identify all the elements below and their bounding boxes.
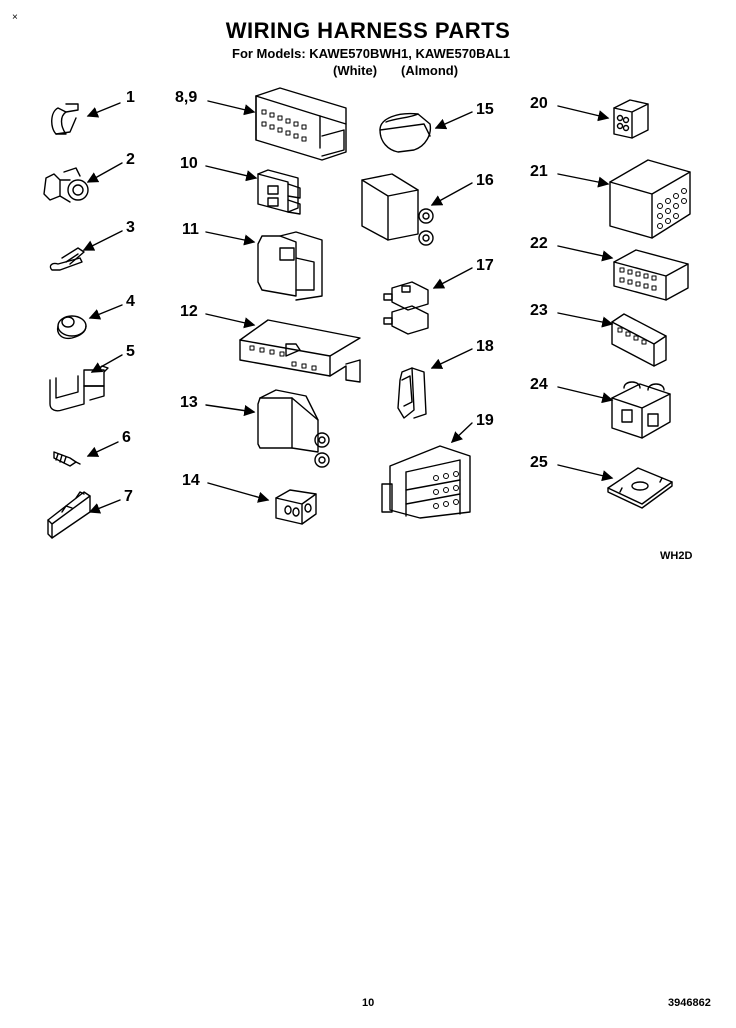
diagram-code: WH2D	[660, 550, 693, 562]
part-2-clamp	[43, 167, 89, 203]
leader-11	[205, 231, 256, 246]
callout-3: 3	[126, 219, 135, 236]
leader-12	[205, 313, 256, 329]
part-12-pins	[249, 345, 317, 371]
leader-19	[450, 422, 473, 443]
callout-17: 17	[476, 257, 494, 274]
part-8-9-housing	[255, 87, 347, 161]
part-12-rail	[239, 319, 361, 383]
leader-5	[90, 354, 123, 373]
part-6-screw	[53, 451, 81, 467]
callout-2: 2	[126, 151, 135, 168]
leader-3	[82, 230, 123, 251]
leader-21	[557, 173, 610, 188]
part-1-clip	[51, 103, 79, 135]
callout-25: 25	[530, 454, 548, 471]
part-20-cube	[613, 99, 649, 139]
callout-8-9: 8,9	[175, 89, 198, 106]
leader-10	[205, 165, 258, 182]
part-5-bracket	[49, 365, 109, 412]
part-23-pins	[617, 327, 647, 345]
part-3-terminal	[49, 247, 85, 271]
leader-20	[557, 105, 610, 122]
document-number: 3946862	[668, 997, 711, 1009]
page-number: 10	[362, 997, 375, 1009]
page-title: WIRING HARNESS PARTS	[225, 18, 511, 43]
callout-13: 13	[180, 394, 198, 411]
part-15-wrap	[379, 112, 432, 153]
leader-15	[434, 111, 473, 130]
part-19-cells	[433, 471, 459, 509]
callout-18: 18	[476, 338, 494, 355]
model-color-white: (White)	[333, 63, 378, 78]
leader-6	[86, 441, 119, 457]
callout-11: 11	[182, 221, 199, 238]
part-23-rail	[611, 313, 667, 367]
callout-20: 20	[530, 95, 548, 112]
part-22-connector	[613, 249, 689, 301]
leader-24	[557, 386, 614, 404]
callout-5: 5	[126, 343, 135, 360]
leader-4	[88, 304, 123, 320]
callout-7: 7	[124, 488, 133, 505]
callout-23: 23	[530, 302, 548, 319]
callout-10: 10	[180, 155, 198, 172]
part-14-small-block	[275, 489, 317, 525]
callout-24: 24	[530, 376, 548, 393]
part-21-cube	[609, 159, 691, 239]
callout-12: 12	[180, 303, 198, 320]
callout-21: 21	[530, 163, 548, 180]
callout-14: 14	[182, 472, 200, 489]
leader-14	[207, 482, 270, 503]
leader-13	[205, 404, 256, 417]
part-19-housing	[381, 445, 471, 519]
leader-16	[430, 182, 473, 206]
callout-6: 6	[122, 429, 131, 446]
leader-2	[86, 162, 123, 183]
part-4-ring	[56, 315, 87, 340]
part-18-latch	[397, 367, 427, 419]
callout-15: 15	[476, 101, 494, 118]
part-16-block	[361, 173, 434, 246]
part-11-plug	[257, 231, 323, 301]
model-color-almond: (Almond)	[401, 63, 459, 78]
leader-89	[207, 100, 256, 116]
callout-4: 4	[126, 293, 135, 310]
callout-1: 1	[126, 89, 135, 106]
part-7-strip	[47, 491, 91, 539]
leader-25	[557, 464, 614, 482]
part-25-plate	[607, 467, 673, 509]
part-21-holes	[657, 188, 687, 229]
callout-22: 22	[530, 235, 548, 252]
part-22-pins	[619, 267, 657, 291]
leader-7	[88, 499, 121, 514]
leader-lines	[82, 100, 614, 514]
part-10-connector	[257, 169, 301, 215]
leader-1	[86, 102, 121, 118]
leader-23	[557, 312, 614, 328]
part-24-connector	[611, 381, 671, 439]
part-13-block	[257, 389, 330, 468]
callout-16: 16	[476, 172, 494, 189]
leader-18	[430, 348, 473, 369]
callout-19: 19	[476, 412, 494, 429]
models-line: For Models: KAWE570BWH1, KAWE570BAL1	[232, 46, 511, 61]
leader-17	[432, 267, 473, 289]
part-8-9-pins	[261, 109, 307, 142]
leader-22	[557, 245, 614, 262]
part-17-twin	[383, 281, 429, 335]
corner-mark: ×	[12, 12, 18, 23]
